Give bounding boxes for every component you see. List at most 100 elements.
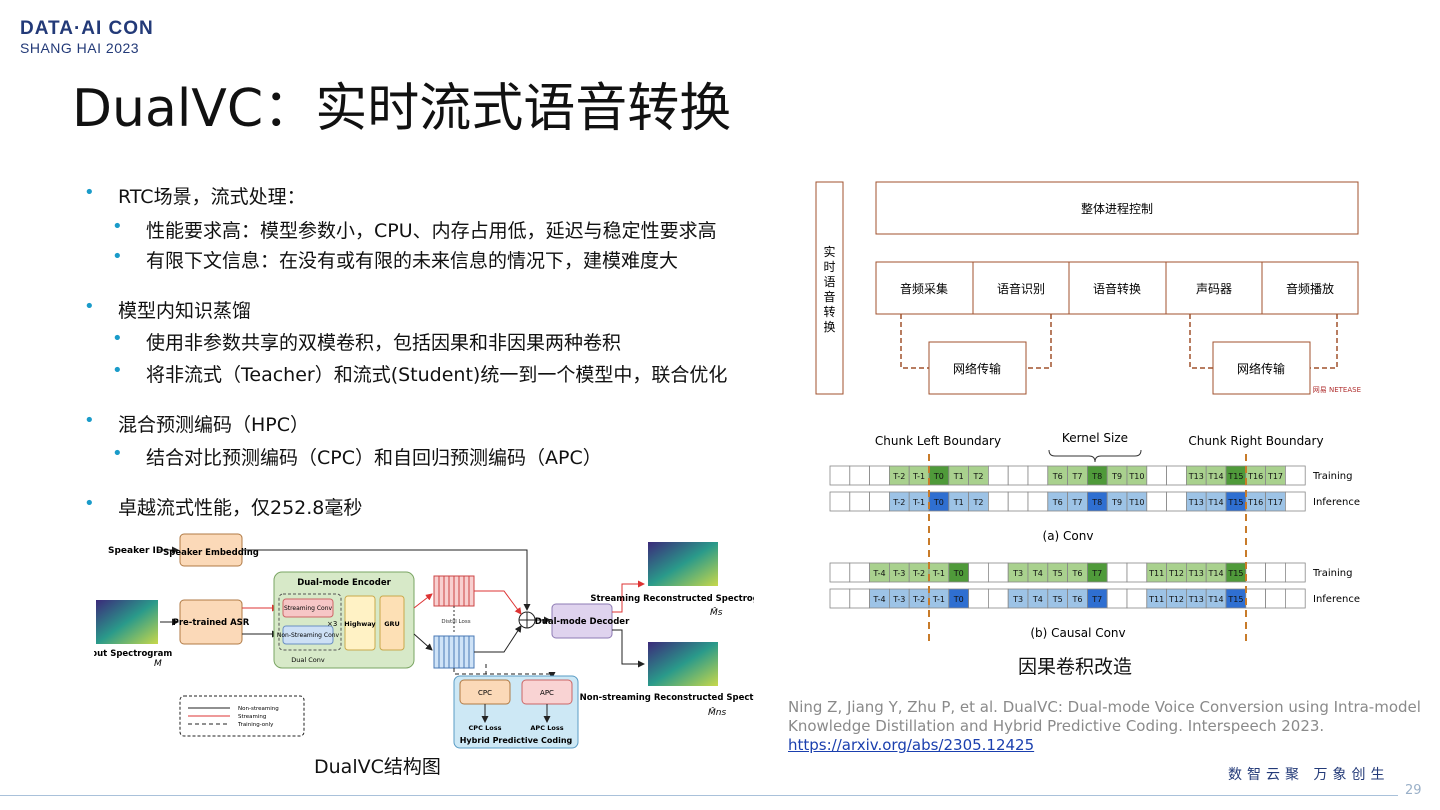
conv-cell <box>1265 562 1286 583</box>
row-label-inference: Inference <box>1313 497 1360 508</box>
conv-cell-label: T15 <box>1227 472 1243 481</box>
conv-cell <box>1166 465 1187 486</box>
conv-cell-label: T-2 <box>892 498 905 507</box>
conv-cell-label: T8 <box>1091 472 1102 481</box>
conv-cell-label: T4 <box>1032 569 1043 578</box>
highway-label: Highway <box>344 620 376 628</box>
conv-cell-label: T3 <box>1012 595 1023 604</box>
conv-cell-label: T13 <box>1188 595 1204 604</box>
conv-cell-label: T6 <box>1072 595 1083 604</box>
conv-cell-label: T14 <box>1208 498 1224 507</box>
conv-cell-label: T2 <box>973 498 984 507</box>
legend-training: Training-only <box>237 722 274 728</box>
dual-conv-label: Dual Conv <box>291 656 325 664</box>
conv-cell <box>829 491 851 512</box>
enc-nonstream-arrow <box>413 633 433 651</box>
conv-cell <box>849 465 870 486</box>
bullet-dot-icon: • <box>112 216 123 237</box>
control-box-label: 整体进程控制 <box>1081 201 1153 216</box>
conv-cell-label: T0 <box>933 472 944 481</box>
conv-cell <box>1146 465 1167 486</box>
stage-vocoder: 声码器 <box>1196 282 1232 296</box>
apc-loss-label: APC Loss <box>530 724 563 732</box>
stream-out-label: Streaming Reconstructed Spectrogram <box>590 594 754 604</box>
hpc-label: Hybrid Predictive Coding <box>460 736 573 745</box>
conv-cell-label: T0 <box>953 569 964 578</box>
legend-box <box>179 695 305 737</box>
pipeline-diagram: 实时语音转换 整体进程控制 音频采集 语音识别 语音转换 声码器 音频播放 网络… <box>815 181 1361 395</box>
footer-divider <box>0 795 1398 796</box>
highway-box <box>344 595 376 651</box>
conv-cell-label: T15 <box>1227 498 1243 507</box>
conv-cell <box>829 588 851 609</box>
decoder-label: Dual-mode Decoder <box>535 617 630 627</box>
conv-cell-label: T-2 <box>912 595 925 604</box>
cpc-label: CPC <box>478 689 492 697</box>
conv-cell-label: T7 <box>1091 595 1102 604</box>
conv-cell-label: T15 <box>1227 595 1243 604</box>
hpc-link-1 <box>453 668 486 675</box>
conv-cell <box>1126 588 1148 609</box>
decoder-box <box>551 603 613 639</box>
architecture-caption: DualVC结构图 <box>314 756 441 778</box>
conv-cell-label: T16 <box>1247 472 1263 481</box>
conv-cell-label: T4 <box>1032 595 1043 604</box>
conv-cell-label: T1 <box>953 472 964 481</box>
conv-cell <box>987 465 1009 486</box>
conv-cell-label: T15 <box>1227 569 1243 578</box>
nonstream-to-sum <box>474 625 522 653</box>
decoder-stream-out <box>612 580 645 613</box>
reference-link[interactable]: https://arxiv.org/abs/2305.12425 <box>788 736 1035 754</box>
conv-cell <box>1007 465 1029 486</box>
nonstream-out-label: Non-streaming Reconstructed Spectrogram <box>580 693 754 703</box>
svg-text:实时语音转换: 实时语音转换 <box>823 244 835 334</box>
conv-cell <box>1245 588 1266 609</box>
dual-conv-group <box>278 593 342 651</box>
input-label: Input Spectrogram <box>94 649 172 659</box>
conv-cell-label: T11 <box>1148 595 1164 604</box>
reference-citation: Ning Z, Jiang Y, Zhu P, et al. DualVC: D… <box>788 698 1428 755</box>
speaker-id-label: Speaker ID <box>108 546 163 556</box>
side-label-box <box>815 181 844 395</box>
conv-cell <box>869 491 890 512</box>
conv-cell <box>1106 562 1128 583</box>
conv-cell-label: T17 <box>1267 498 1283 507</box>
control-box <box>875 181 1359 235</box>
conv-cell-label: T-1 <box>912 472 925 481</box>
conv-cell-label: T6 <box>1072 569 1083 578</box>
slide-title: DualVC：实时流式语音转换 <box>72 79 732 139</box>
conv-cell-label: T5 <box>1052 595 1063 604</box>
conv-cell-label: T10 <box>1128 498 1144 507</box>
conv-cell-label: T13 <box>1188 472 1204 481</box>
streaming-conv-label: Streaming Conv <box>284 605 333 612</box>
conv-cell-label: T-2 <box>892 472 905 481</box>
page-number: 29 <box>1405 783 1422 798</box>
architecture-diagram: Speaker ID Speaker Embedding Input Spect… <box>94 533 754 749</box>
speaker-to-sum <box>242 549 531 611</box>
speaker-embedding-label: Speaker Embedding <box>163 548 259 558</box>
conv-cell-label: T12 <box>1168 569 1184 578</box>
conv-cell <box>1284 491 1306 512</box>
footer-slogan: 数智云聚 万象创生 <box>1228 767 1390 783</box>
bullet-dot-icon: • <box>112 246 123 267</box>
causal-conv-caption: (b) Causal Conv <box>1030 626 1125 640</box>
encoder-label: Dual-mode Encoder <box>297 578 391 588</box>
conv-cell-label: T10 <box>1128 472 1144 481</box>
conv-cell <box>1265 588 1286 609</box>
conv-cell-label: T12 <box>1168 595 1184 604</box>
conv-cell <box>829 465 851 486</box>
conv-cell <box>1166 491 1187 512</box>
bullet-dot-icon: • <box>84 182 95 203</box>
conv-cell-label: T17 <box>1267 472 1283 481</box>
conv-cell-label: T-1 <box>912 498 925 507</box>
conv-cell-label: T-4 <box>872 595 885 604</box>
conv-caption: (a) Conv <box>1043 529 1094 543</box>
conv-cell <box>1284 588 1306 609</box>
network-box-1 <box>928 341 1027 395</box>
conv-cell <box>849 588 870 609</box>
conv-cell <box>987 491 1009 512</box>
legend-nonstream: Non-streaming <box>238 706 279 712</box>
stage-vc: 语音转换 <box>1093 281 1141 296</box>
row-label-training: Training <box>1312 471 1352 482</box>
